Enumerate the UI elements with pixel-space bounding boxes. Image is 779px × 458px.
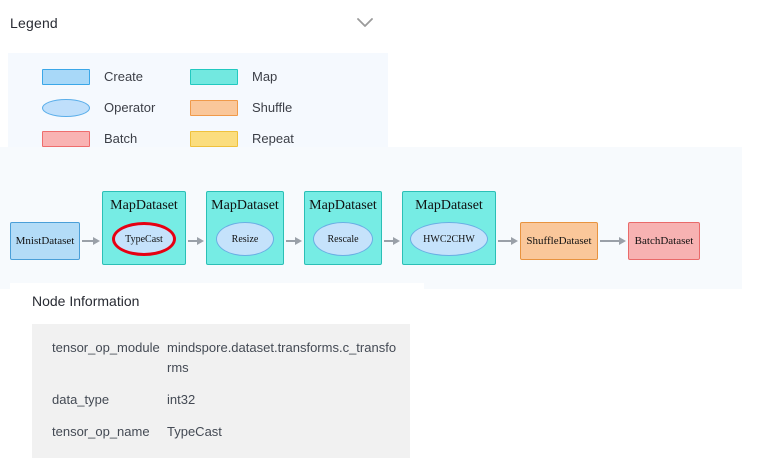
- graph-node-label: ShuffleDataset: [526, 235, 592, 247]
- arrow-connector: [82, 237, 100, 245]
- graph-op-label: Rescale: [327, 233, 359, 245]
- legend-item-map: Map: [190, 68, 388, 85]
- graph-node-label: MapDataset: [211, 198, 279, 213]
- graph-op-typecast[interactable]: TypeCast: [112, 222, 176, 256]
- arrow-connector: [188, 237, 204, 245]
- graph-node-label: BatchDataset: [634, 235, 694, 247]
- table-row: tensor_op_name TypeCast: [32, 416, 410, 448]
- graph-op-resize[interactable]: Resize: [216, 222, 274, 256]
- arrow-connector: [600, 237, 626, 245]
- repeat-swatch-icon: [190, 130, 238, 147]
- shuffle-swatch-icon: [190, 99, 238, 116]
- legend-title: Legend: [10, 15, 58, 31]
- legend-grid: Create Map Operator Shuffle Batch Repeat: [8, 61, 388, 154]
- batch-swatch-icon: [42, 130, 90, 147]
- graph-node-mnistdataset[interactable]: MnistDataset: [10, 222, 80, 260]
- arrow-connector: [498, 237, 518, 245]
- graph-op-hwc2chw[interactable]: HWC2CHW: [410, 222, 488, 256]
- info-value: TypeCast: [167, 424, 222, 439]
- legend-header: Legend: [0, 0, 388, 46]
- graph-node-mapdataset-typecast[interactable]: MapDataset TypeCast: [102, 191, 186, 265]
- legend-label-batch: Batch: [104, 131, 138, 146]
- legend-item-shuffle: Shuffle: [190, 99, 388, 116]
- legend-item-operator: Operator: [42, 98, 190, 117]
- graph-op-rescale[interactable]: Rescale: [313, 222, 373, 256]
- map-swatch-icon: [190, 68, 238, 85]
- node-information-table: tensor_op_module mindspore.dataset.trans…: [32, 324, 410, 458]
- node-information-title: Node Information: [32, 293, 140, 309]
- graph-node-mapdataset-resize[interactable]: MapDataset Resize: [206, 191, 284, 265]
- info-value: int32: [167, 392, 196, 407]
- chevron-down-icon[interactable]: [354, 12, 376, 34]
- info-key: data_type: [52, 392, 110, 407]
- legend-item-create: Create: [42, 68, 190, 85]
- graph-node-label: MapDataset: [309, 198, 377, 213]
- graph-node-label: MnistDataset: [15, 235, 75, 247]
- graph-node-batchdataset[interactable]: BatchDataset: [628, 222, 700, 260]
- info-key: tensor_op_module: [52, 340, 160, 355]
- legend-label-map: Map: [252, 69, 278, 84]
- operator-swatch-icon: [42, 98, 90, 117]
- legend-panel: Create Map Operator Shuffle Batch Repeat: [8, 53, 388, 147]
- legend-item-batch: Batch: [42, 130, 190, 147]
- legend-label-operator: Operator: [104, 100, 156, 115]
- pipeline: MnistDataset MapDataset TypeCast MapData…: [0, 147, 742, 289]
- graph-op-label: HWC2CHW: [423, 233, 475, 245]
- pipeline-graph-canvas[interactable]: MnistDataset MapDataset TypeCast MapData…: [0, 147, 742, 289]
- info-value: mindspore.dataset.transforms.c_transform…: [167, 340, 397, 375]
- create-swatch-icon: [42, 68, 90, 85]
- graph-node-mapdataset-hwc2chw[interactable]: MapDataset HWC2CHW: [402, 191, 496, 265]
- legend-label-repeat: Repeat: [252, 131, 294, 146]
- legend-item-repeat: Repeat: [190, 130, 388, 147]
- arrow-connector: [384, 237, 400, 245]
- graph-node-label: MapDataset: [110, 198, 178, 213]
- info-key: tensor_op_name: [52, 424, 150, 439]
- graph-node-mapdataset-rescale[interactable]: MapDataset Rescale: [304, 191, 382, 265]
- legend-label-create: Create: [104, 69, 144, 84]
- graph-op-label: Resize: [231, 233, 259, 245]
- arrow-connector: [286, 237, 302, 245]
- node-information-panel: Node Information tensor_op_module mindsp…: [10, 283, 424, 458]
- graph-op-label: TypeCast: [125, 233, 163, 245]
- graph-node-label: MapDataset: [415, 198, 483, 213]
- graph-node-shuffledataset[interactable]: ShuffleDataset: [520, 222, 598, 260]
- table-row: tensor_op_module mindspore.dataset.trans…: [32, 332, 410, 384]
- legend-label-shuffle: Shuffle: [252, 100, 293, 115]
- table-row: data_type int32: [32, 384, 410, 416]
